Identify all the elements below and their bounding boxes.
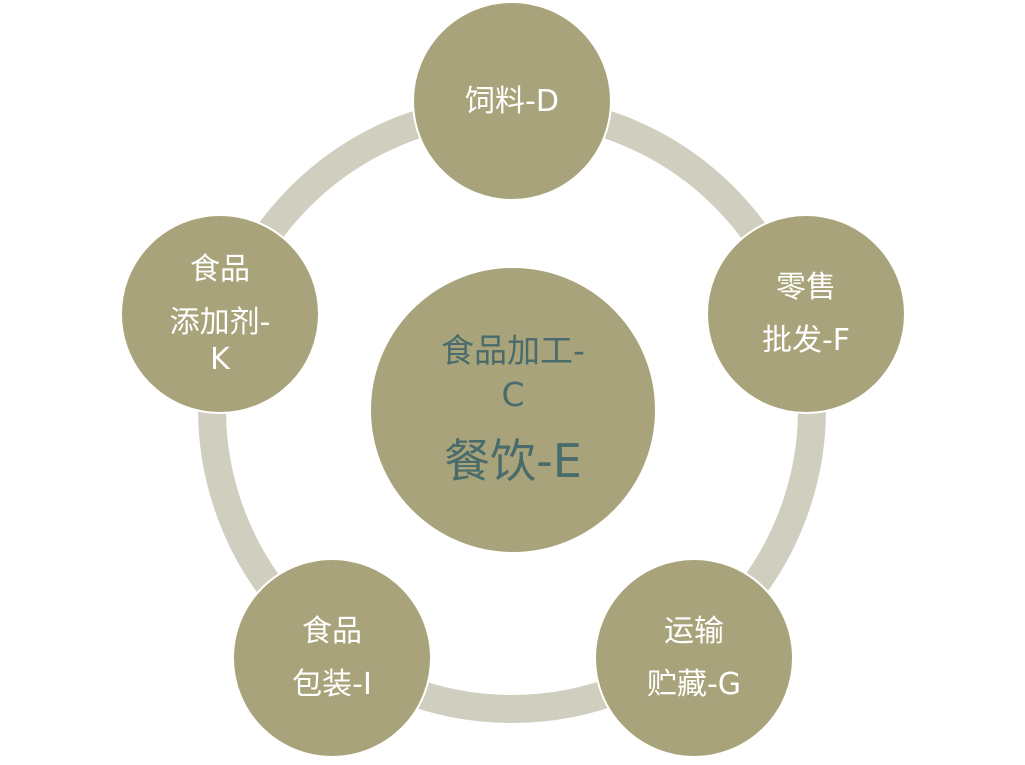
center-line-3: 餐饮-E (444, 434, 582, 488)
center-line-2: C (501, 375, 525, 414)
center-circle: 食品加工- C 餐饮-E (369, 266, 657, 554)
node-label: 食品 (302, 614, 362, 649)
node-feed-d: 饲料-D (412, 1, 612, 201)
node-retail-f: 零售 批发-F (706, 214, 906, 414)
node-additive-k: 食品 添加剂- K (120, 214, 320, 414)
node-label: 添加剂- (169, 304, 271, 340)
node-label: 批发-F (761, 323, 851, 358)
node-label: 食品 (190, 251, 250, 287)
node-label: 包装-I (292, 667, 372, 702)
node-packaging-i: 食品 包装-I (232, 558, 432, 758)
node-label: 运输 (664, 614, 724, 649)
node-label: 贮藏-G (646, 667, 742, 702)
node-label: K (210, 341, 230, 377)
center-line-1: 食品加工- (441, 331, 585, 370)
node-transport-g: 运输 贮藏-G (594, 558, 794, 758)
node-label: 饲料-D (465, 83, 559, 119)
node-label: 零售 (776, 270, 836, 305)
